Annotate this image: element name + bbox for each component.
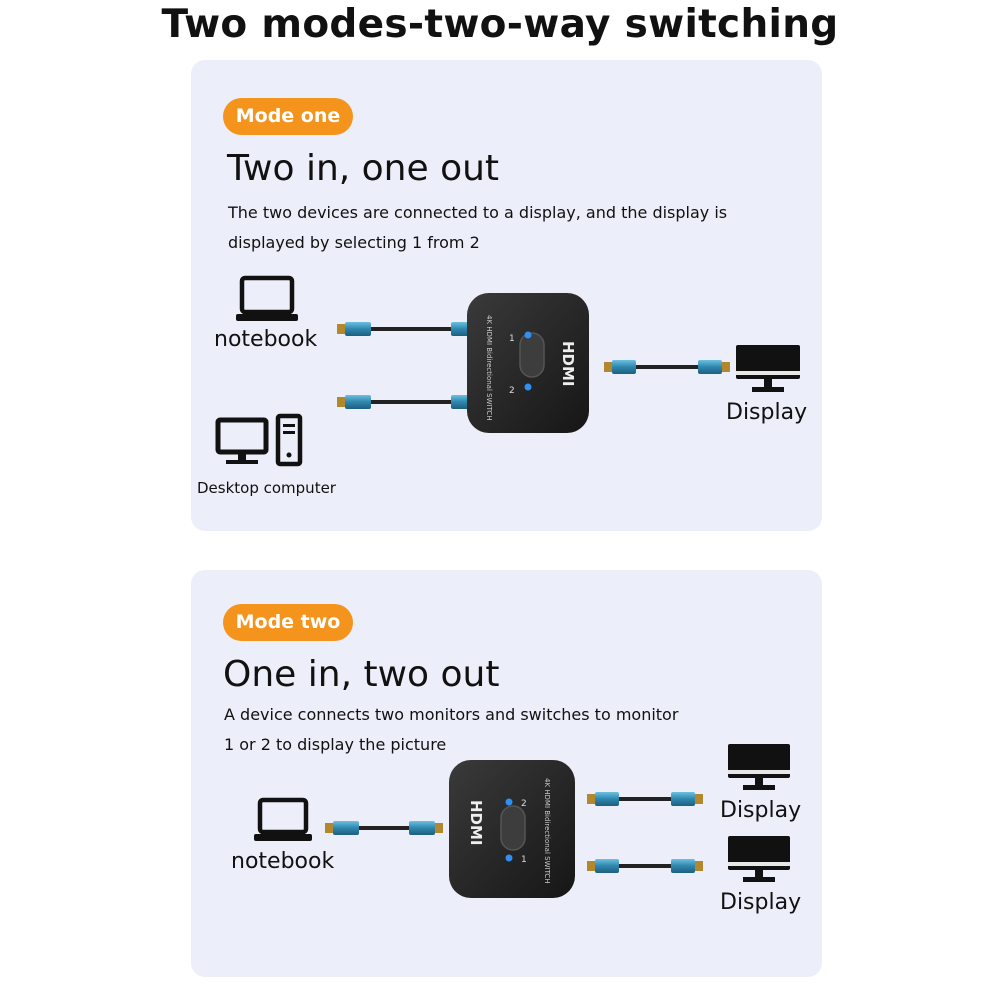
monitor-icon: [728, 744, 790, 790]
switch-model-label: 4K HDMI Bidirectional SWITCH: [543, 778, 551, 884]
mode-two-badge: Mode two: [223, 604, 353, 641]
mode-one-description: The two devices are connected to a displ…: [228, 198, 727, 258]
port-2-label: 2: [521, 799, 527, 809]
mode-one-description-line-2: displayed by selecting 1 from 2: [228, 233, 480, 252]
mode-two-heading: One in, two out: [223, 654, 500, 695]
notebook-label: notebook: [231, 849, 335, 874]
switch-model-label: 4K HDMI Bidirectional SWITCH: [485, 315, 493, 421]
hdmi-cable-icon: [325, 821, 443, 835]
mode-two-panel: Mode two One in, two out A device connec…: [191, 570, 822, 977]
mode-one-badge: Mode one: [223, 98, 353, 135]
port-1-label: 1: [521, 855, 527, 865]
port-2-label: 2: [509, 386, 515, 396]
port-1-label: 1: [509, 334, 515, 344]
monitor-icon: [728, 836, 790, 882]
notebook-label: notebook: [214, 327, 318, 352]
display-label: Display: [726, 400, 808, 425]
display-2-label: Display: [720, 890, 802, 915]
mode-two-description: A device connects two monitors and switc…: [224, 700, 678, 760]
mode-one-description-line-1: The two devices are connected to a displ…: [228, 203, 728, 222]
mode-one-panel: Mode one Two in, one out The two devices…: [191, 60, 822, 531]
mode-two-description-line-1: A device connects two monitors and switc…: [224, 705, 679, 724]
hdmi-cable-icon: [587, 792, 703, 806]
page-title: Two modes-two-way switching: [161, 2, 839, 47]
hdmi-cable-icon: [337, 395, 485, 409]
laptop-icon: [236, 275, 298, 321]
hdmi-cable-icon: [604, 360, 730, 374]
hdmi-logo: HDMI: [559, 341, 577, 387]
mode-one-heading: Two in, one out: [227, 148, 500, 189]
display-1-label: Display: [720, 798, 802, 823]
hdmi-cable-icon: [337, 322, 485, 336]
hdmi-switch-icon: 2 1 HDMI 4K HDMI Bidirectional SWITCH: [449, 760, 575, 898]
laptop-icon: [254, 797, 312, 841]
mode-two-diagram: 2 1 HDMI 4K HDMI Bidirectional SWITCH: [254, 744, 790, 898]
desktop-label: Desktop computer: [197, 479, 336, 497]
mode-one-diagram: 1 2 HDMI 4K HDMI Bidirectional SWITCH: [215, 275, 800, 467]
hdmi-switch-icon: 1 2 HDMI 4K HDMI Bidirectional SWITCH: [467, 293, 589, 433]
hdmi-cable-icon: [587, 859, 703, 873]
hdmi-logo: HDMI: [467, 800, 485, 846]
monitor-icon: [736, 345, 800, 392]
mode-two-description-line-2: 1 or 2 to display the picture: [224, 735, 447, 754]
desktop-computer-icon: [215, 413, 303, 467]
